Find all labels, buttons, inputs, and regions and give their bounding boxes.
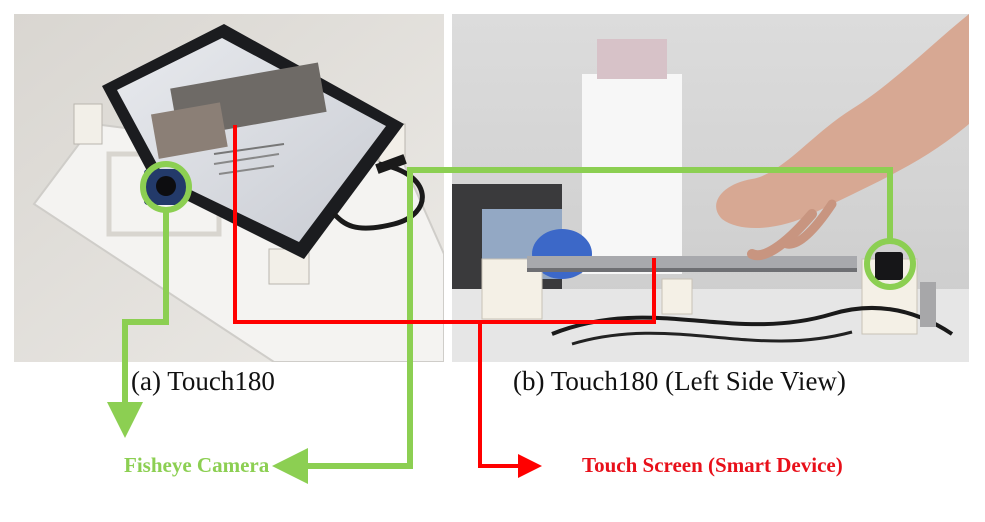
photo-touch180-side-view xyxy=(452,14,969,362)
photo-touch180-top xyxy=(14,14,444,362)
caption-touch180-left-side-view: (b) Touch180 (Left Side View) xyxy=(513,366,846,396)
label-touch-screen: Touch Screen (Smart Device) xyxy=(582,453,843,477)
caption-touch180: (a) Touch180 xyxy=(131,366,275,396)
label-fisheye-camera: Fisheye Camera xyxy=(124,453,270,477)
